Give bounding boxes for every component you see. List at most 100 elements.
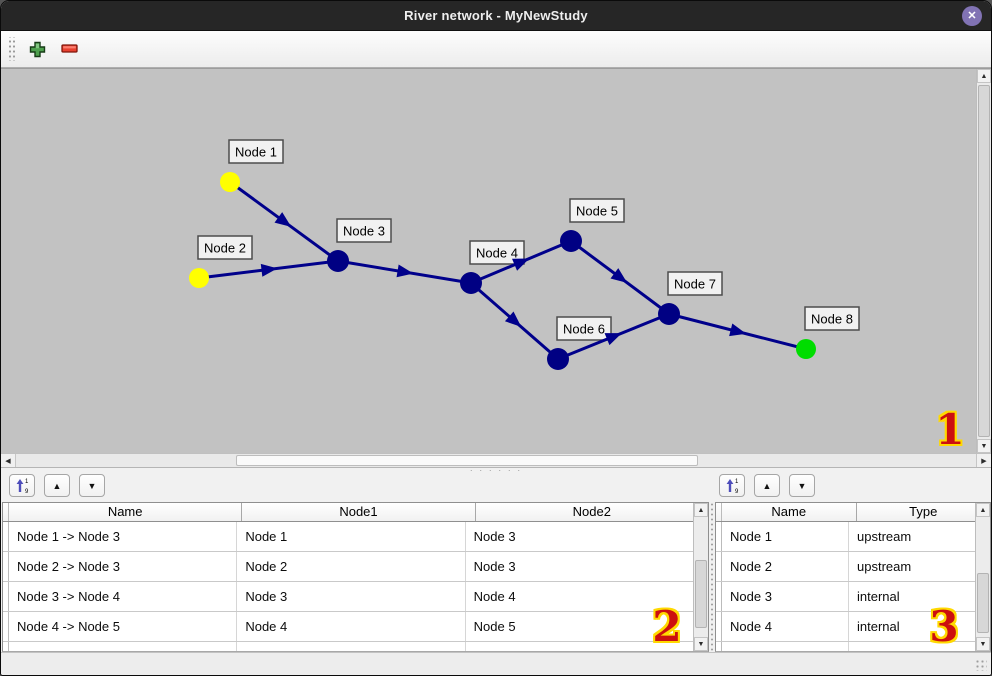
- table-cell[interactable]: Node 3: [473, 559, 516, 574]
- table-cell[interactable]: [722, 642, 849, 651]
- links-table-vscrollbar[interactable]: ▲ ▼: [693, 503, 708, 651]
- node-label[interactable]: Node 2: [197, 235, 253, 260]
- column-header[interactable]: Name: [722, 503, 857, 521]
- table-cell[interactable]: Node 3 -> Node 4: [9, 582, 238, 611]
- node-node-2[interactable]: [189, 268, 209, 288]
- remove-button[interactable]: [57, 36, 83, 62]
- table-cell[interactable]: [466, 642, 693, 651]
- river-network-canvas[interactable]: Node 1 Node 2 Node 3 Node 4 Node 5 Node 6 Node…: [1, 68, 991, 453]
- table-cell[interactable]: [237, 642, 466, 651]
- scroll-down-button[interactable]: ▼: [694, 637, 708, 651]
- table-cell[interactable]: Node 4 -> Node 5: [9, 612, 238, 641]
- column-header[interactable]: Node1: [242, 503, 476, 521]
- node-label-text: Node 3: [343, 223, 385, 238]
- diagram-vscrollbar[interactable]: ▲ ▼: [976, 69, 991, 453]
- nodes-vscroll-thumb[interactable]: [977, 573, 989, 633]
- node-label[interactable]: Node 5: [569, 198, 625, 223]
- row-gutter: [716, 503, 722, 521]
- table-cell[interactable]: internal: [857, 619, 900, 634]
- flow-arrow-icon: [274, 212, 292, 227]
- links-sort-button[interactable]: 1 9: [9, 474, 35, 497]
- add-button[interactable]: [24, 36, 50, 62]
- table-row[interactable]: Node 3 internal: [716, 582, 975, 612]
- scroll-up-button[interactable]: ▲: [976, 503, 990, 517]
- node-node-6[interactable]: [547, 348, 569, 370]
- svg-text:1: 1: [735, 479, 739, 485]
- table-cell[interactable]: [9, 642, 238, 651]
- table-row[interactable]: Node 4 internal: [716, 612, 975, 642]
- node-node-8[interactable]: [796, 339, 816, 359]
- diagram-hscrollbar[interactable]: ◀ ▶: [1, 453, 991, 468]
- main-toolbar: [1, 31, 991, 68]
- scroll-down-button[interactable]: ▼: [976, 637, 990, 651]
- node-label[interactable]: Node 7: [667, 271, 723, 296]
- diagram-vscroll-thumb[interactable]: [978, 85, 990, 437]
- table-cell[interactable]: internal: [857, 589, 900, 604]
- nodes-move-down-button[interactable]: ▼: [789, 474, 815, 497]
- node-label[interactable]: Node 6: [556, 316, 612, 341]
- scroll-up-button[interactable]: ▲: [977, 69, 991, 83]
- node-node-7[interactable]: [658, 303, 680, 325]
- table-cell[interactable]: Node 4: [473, 589, 516, 604]
- table-cell[interactable]: Node 2 -> Node 3: [9, 552, 238, 581]
- close-button[interactable]: ✕: [962, 6, 982, 26]
- table-row[interactable]: [3, 642, 693, 651]
- scroll-right-button[interactable]: ▶: [976, 454, 991, 467]
- diagram-hscroll-thumb[interactable]: [236, 455, 698, 466]
- table-cell[interactable]: Node 2: [722, 552, 849, 581]
- toolbar-drag-handle[interactable]: [7, 37, 15, 61]
- nodes-table-vscrollbar[interactable]: ▲ ▼: [975, 503, 990, 651]
- table-cell[interactable]: Node 1: [722, 522, 849, 551]
- table-cell[interactable]: Node 3: [473, 529, 516, 544]
- table-cell[interactable]: Node 4: [237, 612, 466, 641]
- node-label[interactable]: Node 1: [228, 139, 284, 164]
- nodes-sort-button[interactable]: 1 9: [719, 474, 745, 497]
- node-label[interactable]: Node 4: [469, 240, 525, 265]
- svg-text:1: 1: [25, 479, 29, 485]
- resize-grip[interactable]: [975, 659, 987, 671]
- titlebar[interactable]: River network - MyNewStudy ✕: [1, 1, 991, 31]
- node-node-3[interactable]: [327, 250, 349, 272]
- links-move-down-button[interactable]: ▼: [79, 474, 105, 497]
- column-header[interactable]: Node2: [572, 504, 611, 519]
- table-row[interactable]: Node 2 upstream: [716, 552, 975, 582]
- table-cell[interactable]: Node 3: [722, 582, 849, 611]
- node-node-5[interactable]: [560, 230, 582, 252]
- node-node-4[interactable]: [460, 272, 482, 294]
- table-cell[interactable]: Node 3: [237, 582, 466, 611]
- scroll-left-button[interactable]: ◀: [1, 454, 16, 467]
- node-label[interactable]: Node 8: [804, 306, 860, 331]
- up-arrow-icon: ▲: [697, 506, 705, 514]
- panel-splitter-handle[interactable]: · · · · · ·: [469, 465, 523, 475]
- table-cell[interactable]: Node 1: [237, 522, 466, 551]
- tables-splitter-handle[interactable]: [709, 502, 715, 652]
- table-row[interactable]: Node 1 upstream: [716, 522, 975, 552]
- left-arrow-icon: ◀: [5, 457, 11, 465]
- table-cell[interactable]: upstream: [857, 529, 912, 544]
- right-arrow-icon: ▶: [981, 457, 987, 465]
- row-gutter: [716, 642, 722, 651]
- table-cell[interactable]: Node 2: [237, 552, 466, 581]
- scroll-down-button[interactable]: ▼: [977, 439, 991, 453]
- column-header[interactable]: Name: [9, 503, 243, 521]
- table-cell[interactable]: upstream: [857, 559, 912, 574]
- column-header[interactable]: Type: [909, 504, 938, 519]
- links-move-up-button[interactable]: ▲: [44, 474, 70, 497]
- table-cell[interactable]: Node 4: [722, 612, 849, 641]
- node-node-1[interactable]: [220, 172, 240, 192]
- table-cell[interactable]: [849, 642, 975, 651]
- status-bar: [1, 652, 991, 675]
- nodes-move-up-button[interactable]: ▲: [754, 474, 780, 497]
- links-vscroll-thumb[interactable]: [695, 560, 707, 628]
- table-cell[interactable]: Node 5: [473, 619, 516, 634]
- scroll-up-button[interactable]: ▲: [694, 503, 708, 517]
- node-label[interactable]: Node 3: [336, 218, 392, 243]
- table-row[interactable]: [716, 642, 975, 651]
- table-cell[interactable]: Node 1 -> Node 3: [9, 522, 238, 551]
